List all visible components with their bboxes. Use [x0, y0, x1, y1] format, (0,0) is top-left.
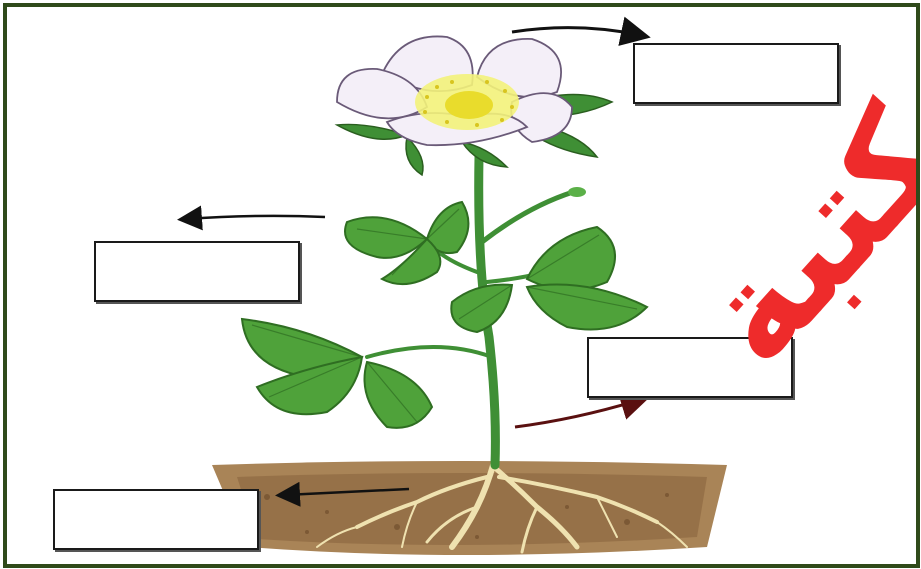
arrow-to-flower-box: [512, 28, 639, 35]
diagram-frame: مكتبة: [3, 3, 920, 568]
leaf-label-box[interactable]: [94, 241, 300, 302]
bud: [568, 187, 586, 197]
root-label-box[interactable]: [53, 489, 259, 550]
flower-label-box[interactable]: [633, 43, 839, 104]
arrow-to-leaf-box: [187, 216, 325, 219]
arrow-to-stem-box: [515, 400, 639, 427]
stem-label-box[interactable]: [587, 337, 793, 398]
soil: [212, 461, 727, 555]
